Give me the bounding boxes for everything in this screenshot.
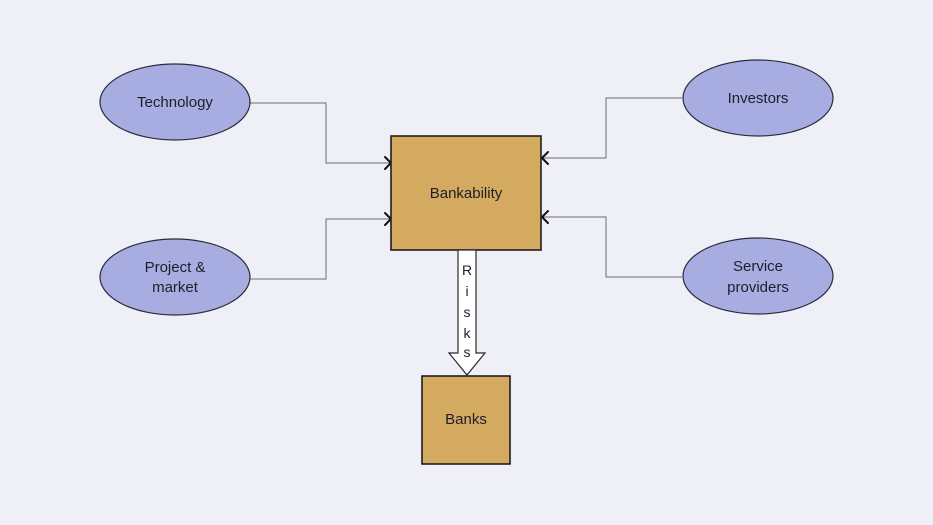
service-providers-label-line-1: Service <box>733 258 783 275</box>
node-bankability: Bankability <box>390 135 542 251</box>
connector-investors-bankability <box>543 97 682 159</box>
risks-letter-2: i <box>465 283 468 299</box>
arrowhead-service-providers <box>541 210 549 224</box>
bankability-label: Bankability <box>430 185 503 202</box>
technology-ellipse <box>99 63 251 141</box>
risks-arrow: R i s k s <box>447 249 487 376</box>
project-market-label-line-1: Project & <box>145 259 206 276</box>
banks-box <box>421 375 511 465</box>
technology-label: Technology <box>137 94 213 111</box>
investors-ellipse <box>682 59 834 137</box>
node-service-providers: Service providers <box>682 237 834 315</box>
banks-label: Banks <box>445 411 487 428</box>
risks-letter-4: k <box>464 325 472 341</box>
connector-project-market-bankability <box>250 218 390 280</box>
connector-service-providers-bankability <box>543 216 682 278</box>
project-market-ellipse <box>99 238 251 316</box>
arrowhead-investors <box>541 151 549 165</box>
service-providers-label-line-2: providers <box>727 279 789 296</box>
service-providers-ellipse <box>682 237 834 315</box>
node-technology: Technology <box>99 63 251 141</box>
risks-letter-5: s <box>464 344 471 360</box>
node-investors: Investors <box>682 59 834 137</box>
investors-label: Investors <box>728 90 789 107</box>
connector-technology-bankability <box>250 102 390 164</box>
node-project-market: Project & market <box>99 238 251 316</box>
risks-letter-1: R <box>462 262 472 278</box>
bankability-box <box>390 135 542 251</box>
node-banks: Banks <box>421 375 511 465</box>
risks-letter-3: s <box>464 304 471 320</box>
project-market-label-line-2: market <box>152 279 199 296</box>
risks-block-arrow <box>447 249 487 376</box>
